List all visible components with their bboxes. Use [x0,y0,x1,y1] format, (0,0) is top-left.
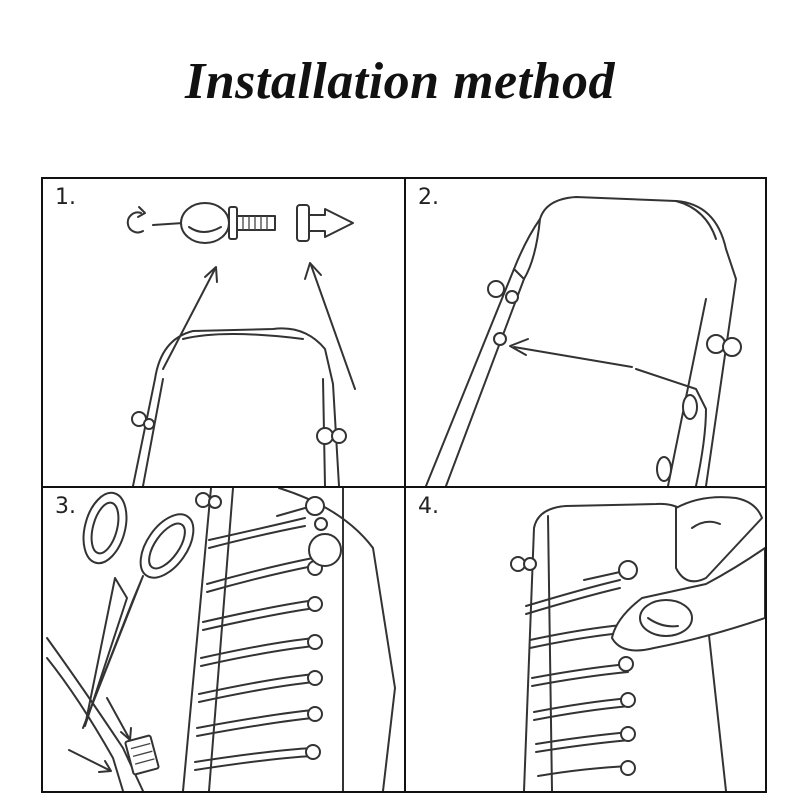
page-title: Installation method [185,53,615,110]
boot-outline [132,327,340,486]
laces [525,579,633,777]
laces [194,517,316,771]
step-3-illustration [46,488,396,791]
step-4-panel: 4. [404,486,767,793]
boot-outline [425,196,737,486]
boot-outline [182,488,212,791]
step-3-number: 3. [55,494,76,519]
capsule-icon [305,496,325,516]
step-1-panel: 1. [41,177,406,488]
step-2-illustration [425,196,742,486]
step-3-panel: 3. [41,486,406,793]
capsule-icon [180,202,230,244]
step-2-panel: 2. [404,177,767,488]
rotate-icon [126,211,144,234]
step-1-number: 1. [55,185,76,210]
step-1-illustration [126,202,356,486]
step-4-number: 4. [418,494,439,519]
step-4-illustration [510,496,765,791]
capsule-icon [618,560,638,580]
screw-cap-icon [296,204,310,242]
step-2-number: 2. [418,185,439,210]
